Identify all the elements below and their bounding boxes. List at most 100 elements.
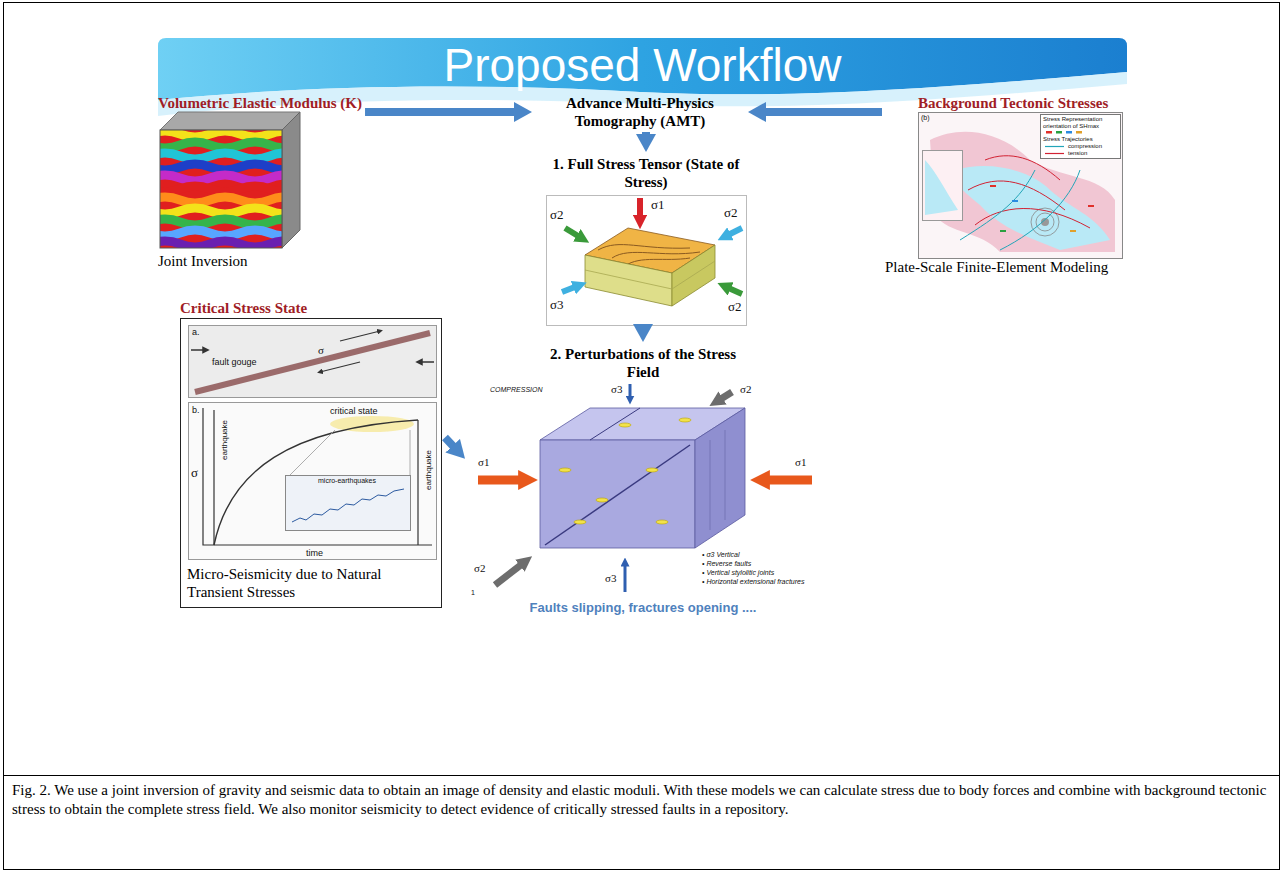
event-label: earthquake xyxy=(220,420,229,460)
stress-symbol: σ2 xyxy=(474,562,485,575)
stress-tensor-block xyxy=(672,261,715,289)
stress-symbol: σ2 xyxy=(724,205,738,220)
bullet-note: • Vertical stylolitic joints xyxy=(702,569,774,577)
critical-stress-illustration xyxy=(292,489,404,522)
result-panel: 1. Full Stress Tensor (State of Stress) xyxy=(546,155,746,325)
flow-arrow xyxy=(365,108,523,116)
stress-symbol: σ3 xyxy=(611,383,622,396)
critical-stress-illustration xyxy=(410,430,411,475)
map-legend-text: orientation of SHmax xyxy=(1043,123,1099,130)
tectonic-stress-map xyxy=(1070,230,1076,232)
modulus-cube xyxy=(160,241,282,247)
stress-symbol: σ2 xyxy=(550,207,564,222)
tectonic-stress-map xyxy=(1046,131,1052,134)
modulus-cube xyxy=(160,142,282,148)
stress-symbol: σ3 xyxy=(605,572,616,585)
stress-perturbation-block xyxy=(559,468,571,472)
stress-perturbation-block xyxy=(495,561,526,585)
modulus-cube xyxy=(160,130,282,248)
stress-perturbation-block xyxy=(624,562,627,592)
tectonic-stress-map xyxy=(1076,131,1082,134)
critical-stress-illustration xyxy=(214,420,418,545)
stress-tensor-block xyxy=(547,196,747,326)
stress-perturbation-block xyxy=(629,384,632,400)
critical-stress-illustration xyxy=(320,362,360,372)
modulus-cube xyxy=(150,112,300,248)
map-legend-text: tension xyxy=(1068,150,1087,157)
figure-caption: Fig. 2. We use a joint inversion of grav… xyxy=(12,781,1270,819)
figure-number: 1 xyxy=(471,589,475,597)
stress-perturbation-block xyxy=(656,520,668,524)
critical-stress-illustration xyxy=(189,403,437,560)
tectonic-stress-map xyxy=(990,185,996,187)
stress-tensor-block xyxy=(672,245,715,306)
panel-heading: Critical Stress State xyxy=(180,298,442,318)
tectonic-stress-map xyxy=(1000,170,1080,250)
axis-label: σ xyxy=(191,465,198,480)
annotation: fault gouge xyxy=(212,357,257,367)
modulus-cube xyxy=(160,175,282,181)
tectonic-stress-map xyxy=(923,151,963,221)
flow-arrow xyxy=(757,108,882,116)
annotation: COMPRESSION xyxy=(490,386,543,394)
axis-label: time xyxy=(306,548,323,558)
stress-perturbation-block xyxy=(695,408,745,548)
stress-perturbation-block xyxy=(679,418,691,422)
stress-perturbation-block xyxy=(545,445,690,545)
tectonic-stress-map xyxy=(1031,208,1059,236)
process-label: Advance Multi-Physics Tomography (AMT) xyxy=(535,94,745,130)
critical-stress-illustration xyxy=(286,476,411,531)
critical-stress-illustration xyxy=(290,430,335,475)
stress-tensor-block xyxy=(612,252,700,258)
stress-symbol: σ1 xyxy=(478,456,489,469)
stress-perturbation-block xyxy=(574,520,586,524)
input-panel: Volumetric Elastic Modulus (K)Joint Inve… xyxy=(158,94,362,270)
critical-stress-illustration xyxy=(191,349,206,351)
stress-tensor-block xyxy=(625,258,690,266)
critical-stress-illustration xyxy=(195,333,430,392)
figure-frame xyxy=(4,776,1280,870)
critical-stress-illustration xyxy=(189,326,437,560)
bullet-note: • σ3 Vertical xyxy=(702,551,740,559)
stress-tensor-block xyxy=(585,270,672,289)
stress-perturbation-block xyxy=(596,498,608,502)
panel-letter: b. xyxy=(192,405,200,415)
event-label: earthquake xyxy=(424,450,433,490)
modulus-cube xyxy=(160,197,282,203)
stress-tensor-block xyxy=(547,196,747,326)
critical-stress-illustration xyxy=(213,410,214,545)
stress-tensor-block xyxy=(724,228,742,237)
annotation: critical state xyxy=(330,406,378,416)
stress-tensor-block xyxy=(585,255,672,306)
modulus-cube xyxy=(160,153,282,159)
bullet-note: • Horizontal extensional fractures xyxy=(702,578,804,586)
result-title: 1. Full Stress Tensor (State of Stress) xyxy=(546,155,746,191)
modulus-cube xyxy=(160,131,282,247)
stress-perturbation-block xyxy=(590,408,640,440)
stress-symbol: σ3 xyxy=(550,297,564,312)
modulus-cube xyxy=(160,112,300,130)
stress-perturbation-block xyxy=(619,423,631,427)
map-legend-text: Stress Representation xyxy=(1043,116,1102,123)
slide-title: Proposed Workflow xyxy=(158,40,1127,90)
tectonic-stress-map xyxy=(1066,131,1072,134)
stress-symbol: σ1 xyxy=(651,197,665,212)
stress-perturbation-block xyxy=(710,440,711,530)
map-legend-text: Stress Trajectories xyxy=(1043,136,1093,143)
modulus-cube xyxy=(160,230,282,236)
stress-symbol: σ2 xyxy=(728,299,742,314)
tectonic-stress-map xyxy=(1041,115,1121,159)
modulus-cube xyxy=(160,219,282,225)
tectonic-stress-map xyxy=(960,170,1035,240)
result-note: Faults slipping, fractures opening .... xyxy=(468,599,818,616)
stress-tensor-block xyxy=(637,198,643,222)
critical-stress-illustration xyxy=(203,408,432,545)
critical-stress-illustration xyxy=(189,326,437,398)
panel-heading: Background Tectonic Stresses xyxy=(885,94,1108,112)
stress-perturbation-block xyxy=(478,476,528,485)
modulus-cube xyxy=(160,164,282,170)
stress-perturbation-block xyxy=(716,392,732,402)
tectonic-stress-map xyxy=(925,160,958,215)
tectonic-stress-map xyxy=(1045,153,1064,154)
stress-symbol: σ1 xyxy=(795,456,806,469)
